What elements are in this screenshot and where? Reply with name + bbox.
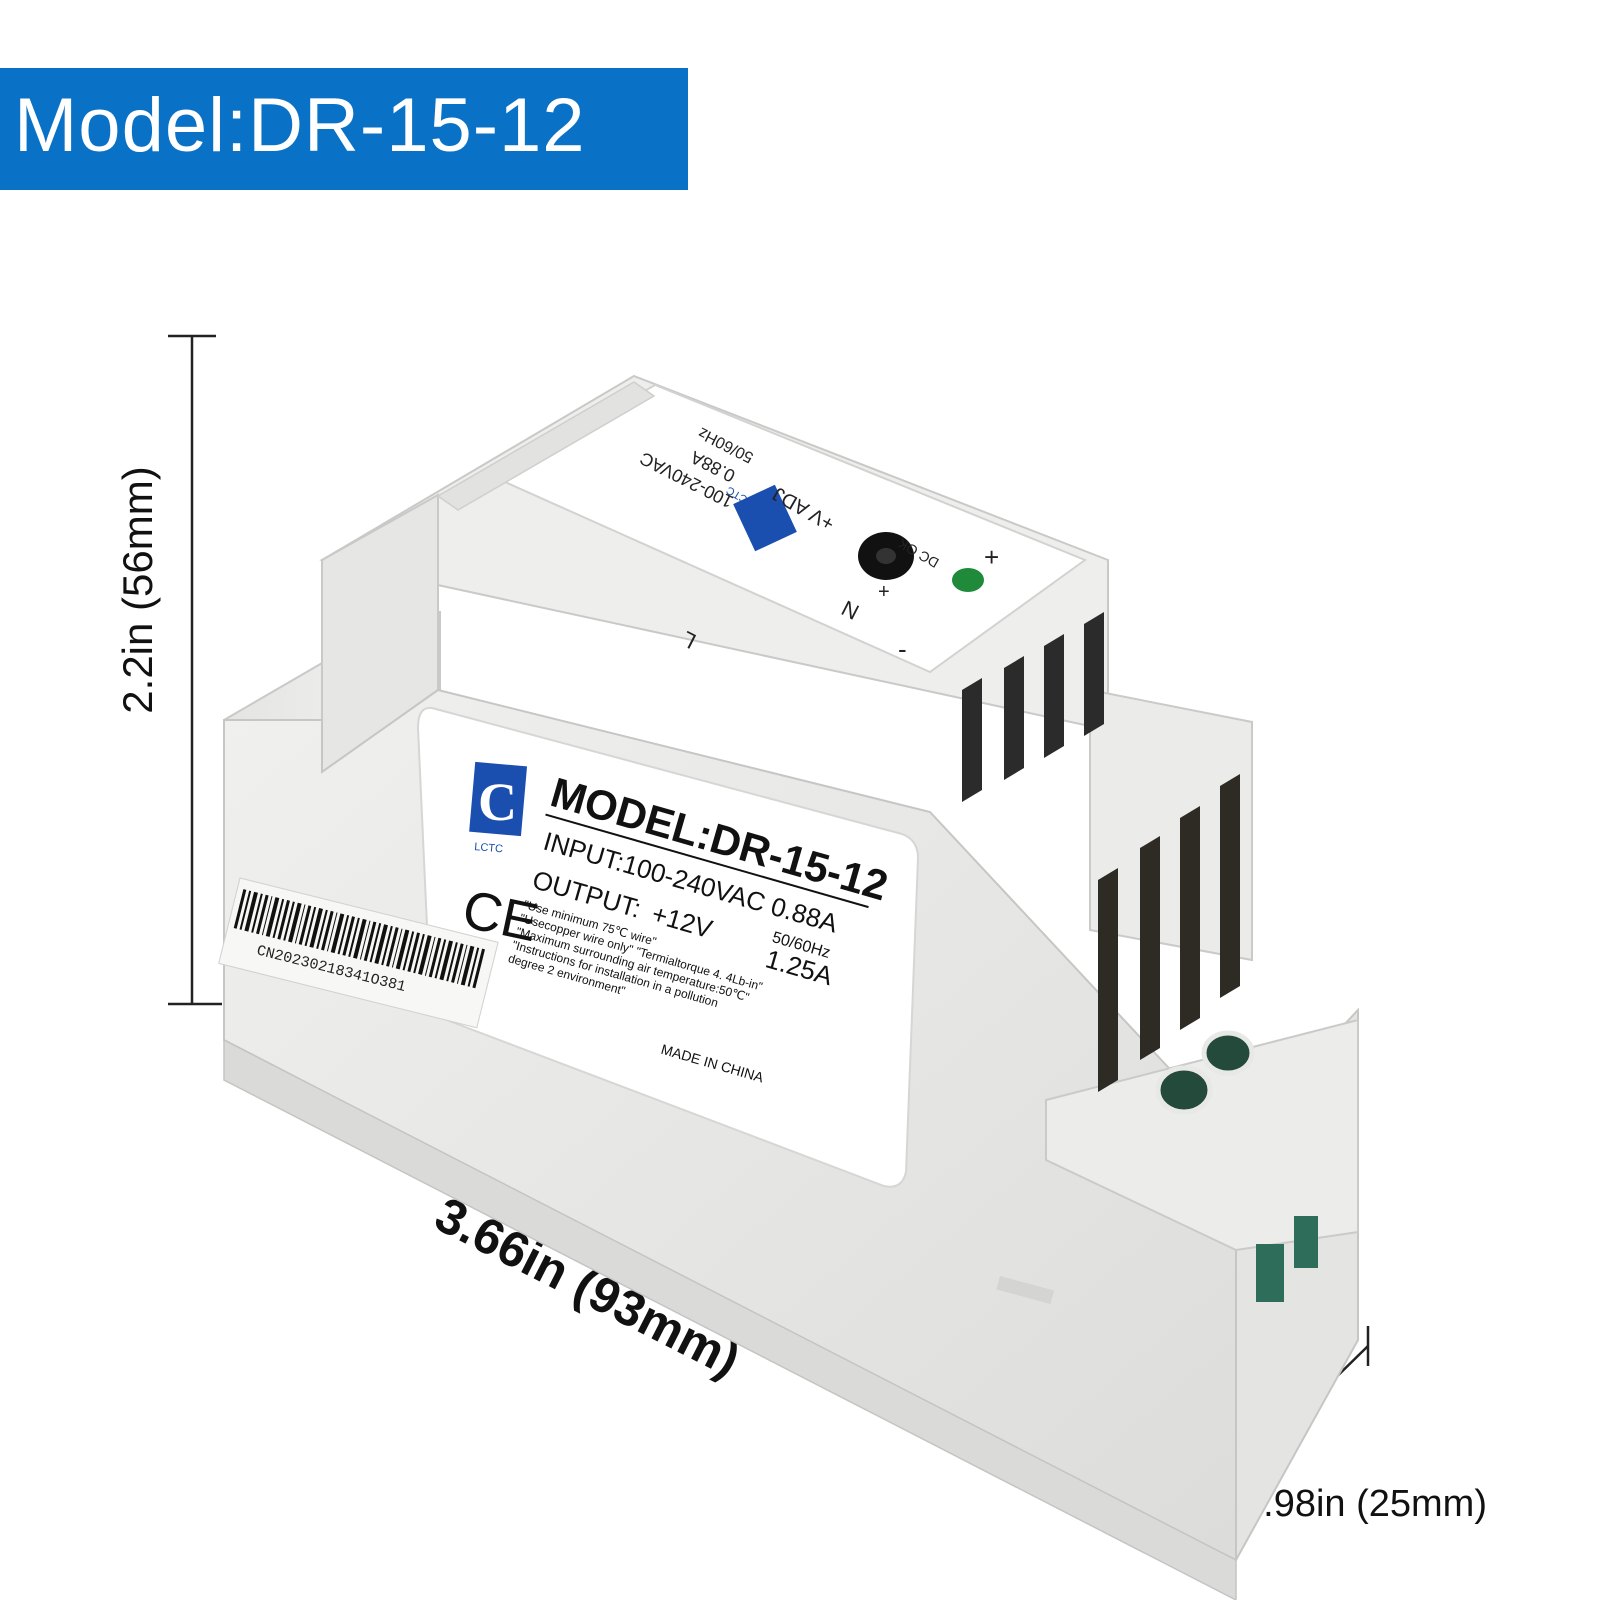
model-banner-text: Model:DR-15-12 (14, 83, 586, 168)
label-logo-text: LCTC (474, 841, 504, 855)
pot-plus: + (878, 581, 890, 603)
din-clip-slots (996, 1216, 1318, 1305)
depth-label: 0.98in (25mm) (1242, 1483, 1487, 1525)
dc-ok-led (952, 568, 984, 592)
barcode-sticker: CN20230218341O381 (218, 877, 499, 1029)
barcode-bars (233, 889, 486, 989)
height-dimension (168, 334, 222, 1006)
adjust-potentiometer[interactable] (858, 532, 914, 580)
minus-marker: - (898, 634, 907, 664)
label-logo (469, 761, 528, 837)
height-label: 2.2in (56mm) (114, 466, 161, 713)
plus-marker: + (984, 542, 999, 572)
label-logo-c: C (478, 772, 517, 832)
model-banner: Model:DR-15-12 (0, 68, 688, 190)
terminal-slots (962, 612, 1240, 1092)
terminal-screws (1155, 1030, 1255, 1115)
